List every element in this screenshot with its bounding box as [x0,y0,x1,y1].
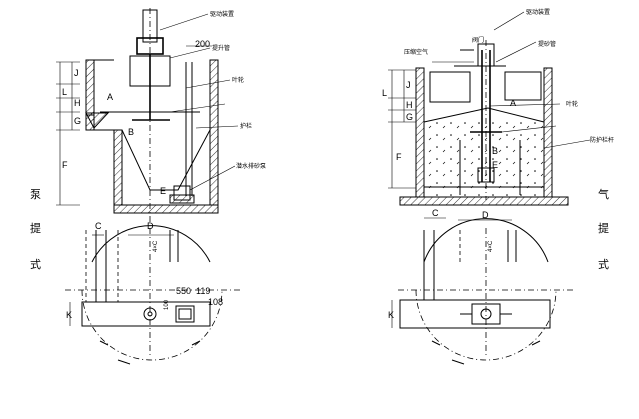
right-impeller-label: 叶轮 [566,100,578,108]
left-pump-label: 潜水排砂泵 [236,162,266,170]
left-letter-a: A [107,92,113,102]
right-side-char-1: 气 [598,187,609,201]
left-dim-108: 108 [208,297,223,307]
right-motor-label: 驱动装置 [526,8,550,16]
left-guard-label: 护栏 [240,122,252,130]
left-side-char-2: 提 [30,222,41,235]
left-letter-g: G [74,116,81,126]
right-lift-pipe-label: 提砂管 [538,40,556,48]
left-dim-119: 119 [196,286,210,296]
left-letter-b: B [128,127,134,137]
left-plan [65,225,240,365]
right-letter-h: H [406,100,413,110]
right-letter-a: A [510,98,516,108]
left-lift-pipe-label: 提升管 [212,44,230,52]
right-letter-l: L [382,88,387,98]
right-letter-c: C [432,208,439,218]
right-letter-d: D [482,210,489,220]
right-axc: 4×C [488,240,494,252]
right-letter-k: K [388,310,394,320]
right-letter-g: G [406,112,413,122]
right-air-label: 压缩空气 [404,48,428,56]
left-dim-550: 550 [176,286,191,296]
left-letter-j: J [74,68,79,78]
left-letter-f: F [62,160,68,170]
left-axc: 4×C [153,240,159,252]
right-side-char-3: 式 [598,258,609,271]
left-letter-l: L [62,87,67,97]
left-dim-200: 200 [195,39,210,49]
right-side-char-2: 提 [598,222,609,235]
left-letter-d: D [147,221,154,231]
left-letter-h: H [74,98,81,108]
left-elevation [56,8,239,225]
right-plan [391,217,574,365]
left-side-char-3: 式 [30,258,41,271]
right-letter-j: J [406,80,411,90]
left-letter-e: E [160,186,166,196]
right-letter-e: E [492,160,498,170]
left-impeller-label: 叶轮 [232,76,244,84]
right-guard-label: 防护栏杆 [590,136,614,144]
right-letter-f: F [396,152,402,162]
left-motor-label: 驱动装置 [210,10,234,18]
left-side-char-1: 泵 [30,188,41,201]
left-letter-k: K [66,310,72,320]
right-elevation [388,11,591,206]
left-letter-c: C [95,221,102,231]
right-valve-label: 阀门 [472,36,484,44]
right-letter-b: B [492,146,498,156]
left-dim-100: 100 [164,299,170,310]
